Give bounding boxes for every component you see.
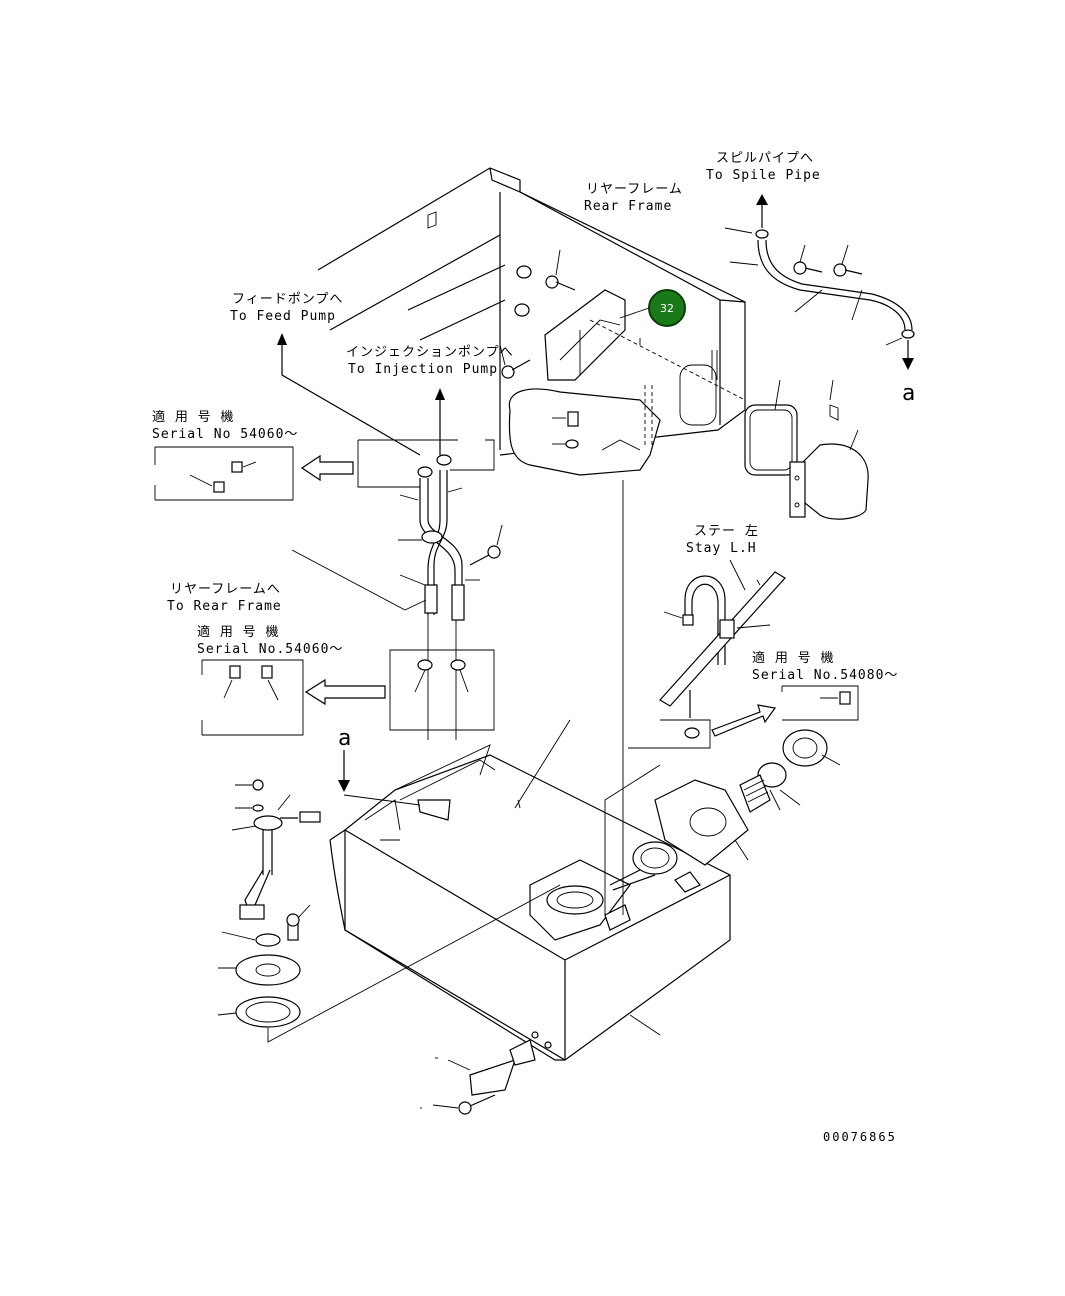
callout-marker-32[interactable]: 32 (619, 289, 686, 327)
stay-label-en: Stay L.H (686, 541, 757, 556)
to-rear-frame-label-jp: リヤーフレームへ (170, 582, 281, 597)
fuel-tank (329, 480, 731, 1061)
bolt-left (499, 344, 531, 379)
lower-bracket (420, 1031, 552, 1115)
rear-frame-label-jp: リヤーフレーム (586, 182, 683, 197)
injection-pump-label-jp: インジェクションポンプへ (346, 345, 514, 360)
arrow-left-top (300, 454, 354, 482)
feed-pump-arrow (277, 333, 421, 456)
cover-assembly (744, 379, 869, 520)
fuel-gauge-sender (217, 779, 561, 1043)
serial-right-label-jp: 適 用 号 機 (752, 650, 834, 666)
serial-right-label-en: Serial No.54080～ (752, 668, 898, 683)
fuel-hoses (398, 470, 480, 740)
serial-box-right (781, 685, 859, 721)
callout-number: 32 (660, 302, 674, 315)
filler-parts (654, 729, 841, 866)
arrow-right (711, 704, 777, 737)
stay-lh (659, 559, 786, 718)
bolt-blob (552, 411, 579, 449)
drawing-number: 00076865 (823, 1130, 897, 1144)
ref-a-arrow (338, 750, 421, 806)
fitting-box-mid (389, 649, 495, 731)
ref-a-right: a (902, 381, 915, 406)
ref-a-left: a (338, 726, 351, 751)
injection-pump-arrow (435, 388, 445, 455)
serial-mid-label-en: Serial No.54060～ (197, 642, 343, 657)
arrow-left-mid (304, 678, 386, 706)
spill-pipe-label-jp: スピルパイプへ (716, 151, 814, 166)
fitting-box-right (450, 439, 495, 471)
rear-frame (317, 167, 746, 476)
to-rear-frame-label-en: To Rear Frame (167, 599, 282, 614)
feed-pump-label-en: To Feed Pump (230, 309, 336, 324)
rear-frame-label-en: Rear Frame (584, 199, 672, 214)
serial-top-label-jp: 適 用 号 機 (152, 409, 234, 425)
serial-top-label-en: Serial No 54060～ (152, 427, 298, 442)
bolt-top (545, 249, 576, 291)
spill-pipe-label-en: To Spile Pipe (706, 168, 821, 183)
rear-frame-leader (291, 549, 427, 611)
fitting-box-left (357, 439, 458, 488)
serial-mid-label-jp: 適 用 号 機 (197, 624, 279, 640)
stay-label-jp: ステー 左 (694, 524, 759, 539)
feed-pump-label-jp: フィードポンプへ (232, 292, 343, 307)
serial-box-mid (201, 659, 304, 736)
serial-box-top (154, 446, 294, 501)
spill-pipe (724, 194, 915, 370)
injection-pump-label-en: To Injection Pump (348, 362, 498, 377)
fitting-box-stay (628, 719, 711, 749)
hose-bolt (469, 524, 503, 566)
